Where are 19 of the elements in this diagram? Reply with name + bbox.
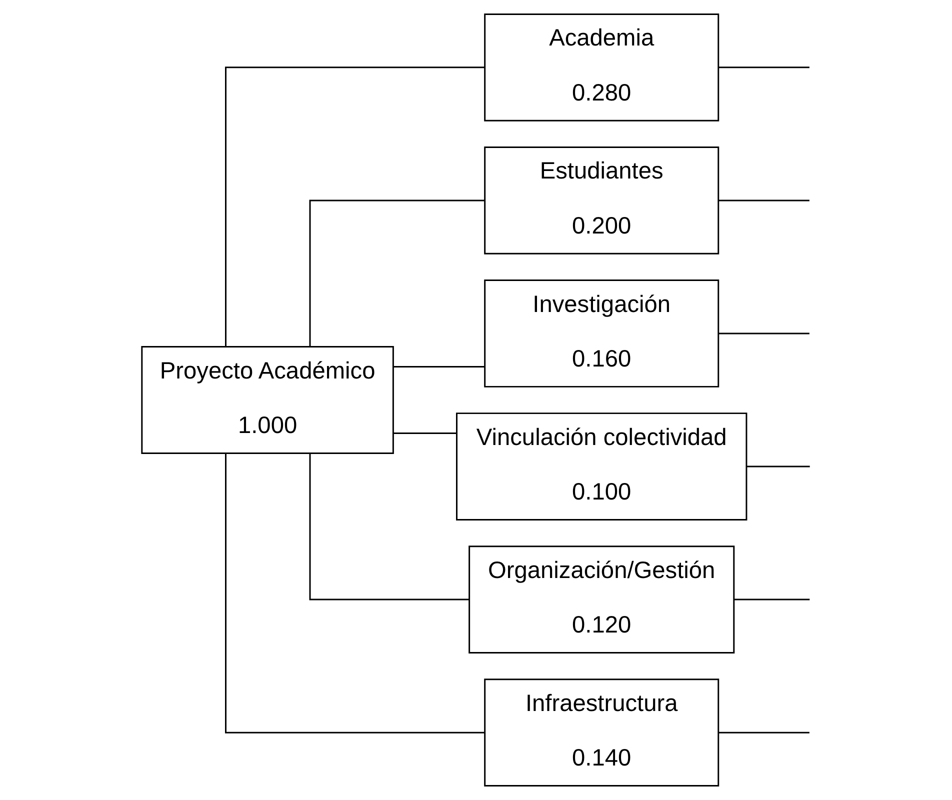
node-box: Vinculación colectividad 0.100 xyxy=(456,412,747,520)
connector xyxy=(718,200,809,202)
connector xyxy=(746,466,810,468)
connector xyxy=(718,332,809,334)
connector xyxy=(308,453,469,600)
node-box: Academia 0.280 xyxy=(484,13,719,122)
node-box: Proyecto Académico 1.000 xyxy=(140,346,394,454)
connector xyxy=(308,200,484,347)
connector xyxy=(733,598,810,600)
node-box: Estudiantes 0.200 xyxy=(484,146,719,254)
connector xyxy=(224,453,484,734)
connector xyxy=(718,66,809,68)
connector xyxy=(224,66,484,347)
node-box: Investigación 0.160 xyxy=(484,280,719,388)
connector xyxy=(392,366,484,368)
node-box: Infraestructura 0.140 xyxy=(484,678,719,787)
connector xyxy=(392,432,456,434)
node-box: Organización/Gestión 0.120 xyxy=(468,546,734,654)
connector xyxy=(718,732,809,734)
